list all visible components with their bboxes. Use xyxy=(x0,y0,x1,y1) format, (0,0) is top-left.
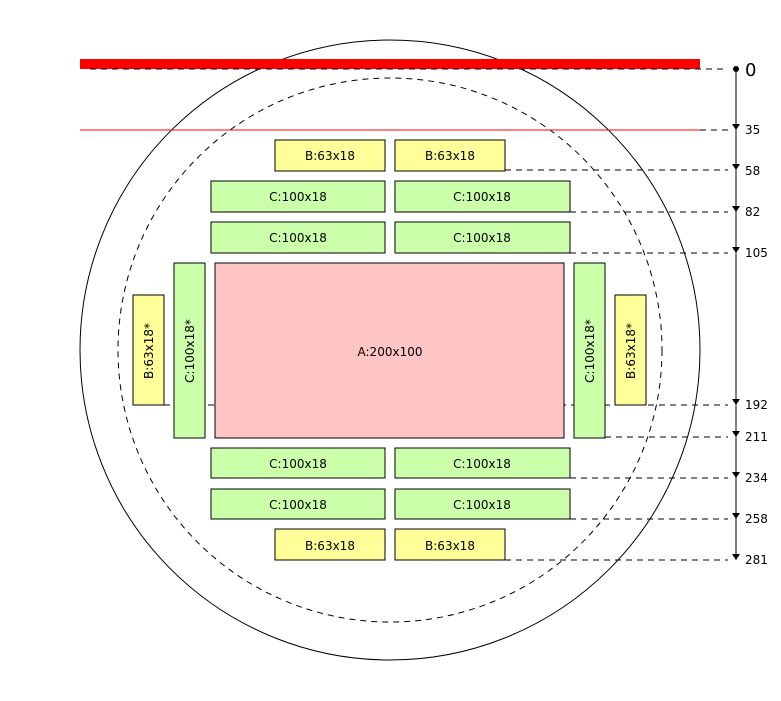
die-label: C:100x18* xyxy=(583,319,597,383)
edge-exclusion-circle xyxy=(117,77,663,623)
die-c-row4-left[interactable]: C:100x18 xyxy=(210,488,386,520)
scale-arrowheads xyxy=(732,124,740,560)
die-rect xyxy=(210,488,386,520)
scale-tick-label: 82 xyxy=(745,205,760,219)
die-b-bottom-left[interactable]: B:63x18 xyxy=(274,528,386,561)
die-b-bottom-right[interactable]: B:63x18 xyxy=(394,528,506,561)
scale-tick-label: 58 xyxy=(745,164,760,178)
arrowhead-icon xyxy=(732,247,740,253)
scale-tick-label: 105 xyxy=(745,246,768,260)
die-rect xyxy=(394,221,571,254)
die-rect xyxy=(394,488,571,520)
arrowhead-icon xyxy=(732,472,740,478)
arrowhead-icon xyxy=(732,399,740,405)
wafer-flat-edge xyxy=(80,59,700,69)
die-rect xyxy=(394,528,506,561)
die-rect xyxy=(274,528,386,561)
die-b-top-left[interactable]: B:63x18 xyxy=(274,139,386,172)
die-label: A:200x100 xyxy=(358,345,423,359)
die-b-vertical-left[interactable]: B:63x18* xyxy=(132,294,165,406)
die-rect xyxy=(210,221,386,254)
scale-zero-label: 0 xyxy=(745,60,756,81)
scale-tick-label: 35 xyxy=(745,123,760,137)
die-label: C:100x18 xyxy=(269,498,327,512)
scale-tick-label: 211 xyxy=(745,430,768,444)
arrowhead-icon xyxy=(732,206,740,212)
die-b-vertical-right[interactable]: B:63x18* xyxy=(614,294,647,406)
die-c-row2-right[interactable]: C:100x18 xyxy=(394,221,571,254)
die-c-vertical-right[interactable]: C:100x18* xyxy=(573,262,606,439)
die-label: B:63x18 xyxy=(425,149,475,163)
die-rect xyxy=(274,139,386,172)
die-rect xyxy=(394,180,571,213)
die-label: B:63x18* xyxy=(624,323,638,379)
arrowhead-icon xyxy=(732,431,740,437)
die-b-top-right[interactable]: B:63x18 xyxy=(394,139,506,172)
arrowhead-icon xyxy=(732,513,740,519)
die-label: C:100x18 xyxy=(453,498,511,512)
die-label: C:100x18 xyxy=(453,190,511,204)
die-rect xyxy=(614,294,647,406)
dimension-scale: 0 35 58 82 105 192 211 234 258 281 xyxy=(732,60,768,567)
die-rect xyxy=(573,262,606,439)
die-label: C:100x18 xyxy=(453,457,511,471)
die-label: B:63x18* xyxy=(142,323,156,379)
die-a-center[interactable]: A:200x100 xyxy=(214,262,565,439)
scale-tick-label: 258 xyxy=(745,512,768,526)
wafer-outline xyxy=(79,39,701,661)
die-c-row1-right[interactable]: C:100x18 xyxy=(394,180,571,213)
die-rect xyxy=(173,262,206,439)
die-rect xyxy=(214,262,565,439)
die-c-vertical-left[interactable]: C:100x18* xyxy=(173,262,206,439)
die-label: C:100x18 xyxy=(269,457,327,471)
scale-tick-label: 192 xyxy=(745,398,768,412)
die-c-row4-right[interactable]: C:100x18 xyxy=(394,488,571,520)
die-label: C:100x18 xyxy=(269,231,327,245)
arrowhead-icon xyxy=(732,124,740,130)
die-c-row1-left[interactable]: C:100x18 xyxy=(210,180,386,213)
die-label: C:100x18 xyxy=(269,190,327,204)
die-c-row3-right[interactable]: C:100x18 xyxy=(394,447,571,479)
arrowhead-icon xyxy=(732,554,740,560)
die-rect xyxy=(394,447,571,479)
die-rect xyxy=(210,447,386,479)
die-label: B:63x18 xyxy=(305,539,355,553)
scale-tick-label: 281 xyxy=(745,553,768,567)
die-label: B:63x18 xyxy=(305,149,355,163)
die-label: C:100x18 xyxy=(453,231,511,245)
die-c-row2-left[interactable]: C:100x18 xyxy=(210,221,386,254)
die-label: C:100x18* xyxy=(183,319,197,383)
dies-group: B:63x18 B:63x18 C:100x18 C:100x18 C:100x… xyxy=(132,139,647,561)
die-label: B:63x18 xyxy=(425,539,475,553)
die-rect xyxy=(132,294,165,406)
arrowhead-icon xyxy=(732,164,740,170)
scale-tick-label: 234 xyxy=(745,471,768,485)
die-c-row3-left[interactable]: C:100x18 xyxy=(210,447,386,479)
die-rect xyxy=(394,139,506,172)
die-rect xyxy=(210,180,386,213)
